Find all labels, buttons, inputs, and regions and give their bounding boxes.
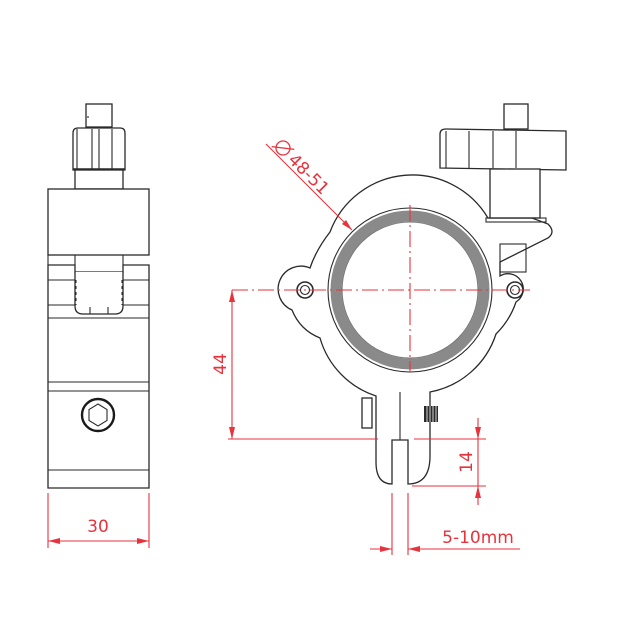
upper-body [47, 188, 150, 256]
front-view [277, 103, 567, 485]
wing-nut-shaft [489, 168, 541, 219]
dim-diameter-label: 48-51 [284, 150, 333, 199]
slot-insert [74, 272, 124, 315]
hex-socket-icon [88, 403, 108, 427]
wing-nut [439, 103, 567, 223]
side-plate [361, 397, 373, 429]
dim-width-label: 30 [87, 517, 109, 537]
diameter-symbol-icon [275, 140, 291, 156]
dim-slot-width: 5-10mm [370, 493, 520, 555]
bolt-tip [85, 103, 113, 128]
dim-center-height-label: 44 [211, 353, 231, 375]
dim-hook-depth: 14 [412, 418, 486, 505]
knob-neck [74, 169, 124, 190]
dim-hook-depth-label: 14 [457, 451, 477, 473]
side-view [47, 103, 150, 489]
latch-shaft [499, 243, 527, 273]
socket-screw-head [80, 397, 116, 433]
set-screw [424, 406, 438, 422]
dim-width: 30 [47, 493, 150, 548]
dim-center-height: 44 [211, 290, 486, 440]
dim-slot-width-label: 5-10mm [442, 528, 514, 548]
